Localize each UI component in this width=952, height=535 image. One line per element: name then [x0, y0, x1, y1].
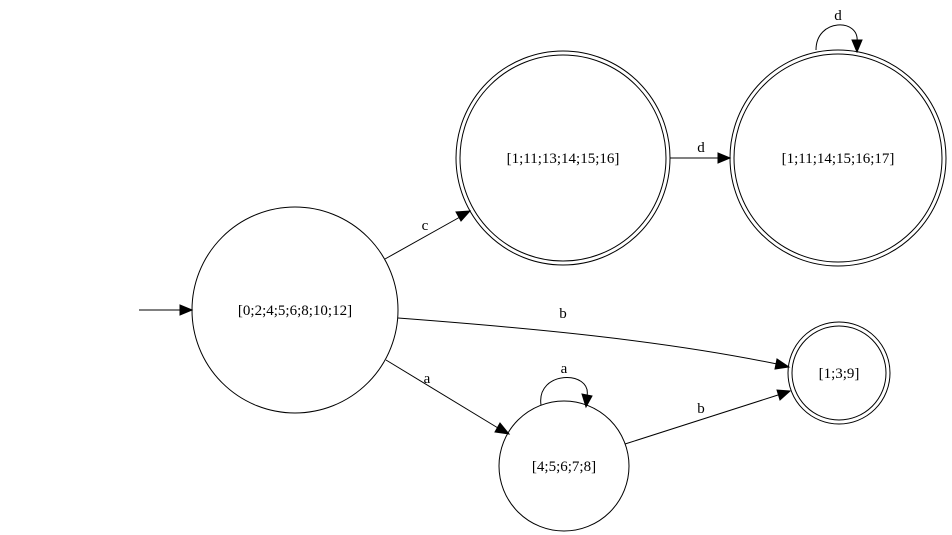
- state-s4-label: [4;5;6;7;8]: [532, 459, 596, 475]
- edge-s0-s3-label: b: [559, 306, 567, 322]
- edge-s4-self: a: [540, 361, 593, 409]
- edge-s0-s4-label: a: [424, 371, 431, 387]
- edge-s4-s3: b: [624, 389, 792, 445]
- edge-s2-self-label: d: [834, 8, 842, 24]
- edge-s4-s3-label: b: [697, 401, 705, 417]
- state-s3: [1;3;9]: [787, 321, 891, 425]
- state-s1: [1;11;13;14;15;16]: [455, 50, 671, 266]
- edge-s0-s4: a: [385, 359, 511, 435]
- state-s3-label: [1;3;9]: [819, 366, 860, 382]
- start-arrow: [139, 304, 194, 316]
- edge-s4-self-label: a: [561, 361, 568, 377]
- state-s0-label: [0;2;4;5;6;8;10;12]: [238, 303, 352, 319]
- edge-s1-s2-label: d: [697, 140, 705, 156]
- state-s4: [4;5;6;7;8]: [498, 400, 630, 532]
- edge-s0-s3: b: [397, 306, 791, 370]
- edge-s0-s1: c: [384, 210, 472, 260]
- state-s1-label: [1;11;13;14;15;16]: [507, 151, 620, 167]
- state-s2: [1;11;14;15;16;17]: [729, 49, 947, 267]
- edge-s2-self: d: [815, 8, 863, 54]
- state-s0: [0;2;4;5;6;8;10;12]: [191, 206, 399, 414]
- edge-s0-s1-label: c: [422, 218, 429, 234]
- state-s2-label: [1;11;14;15;16;17]: [782, 151, 895, 167]
- edge-s1-s2: d: [670, 140, 732, 164]
